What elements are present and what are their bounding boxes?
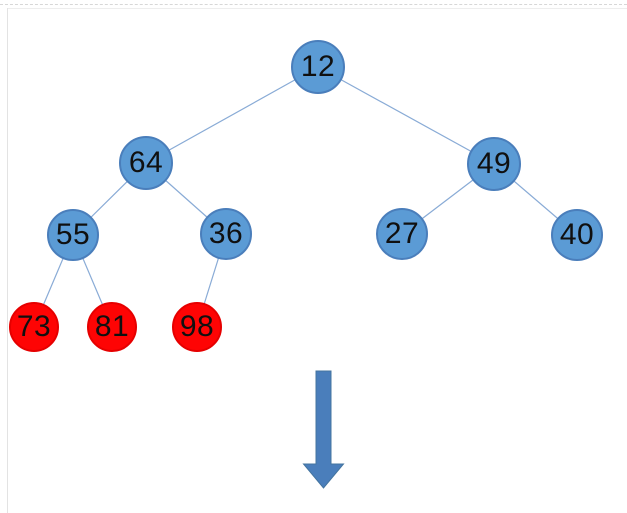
tree-node-label: 64 — [128, 146, 164, 179]
tree-node-label: 98 — [179, 310, 215, 343]
tree-node-label: 40 — [559, 218, 595, 251]
tree-edge-12-64 — [145, 66, 319, 164]
tree-node-label: 49 — [476, 147, 512, 180]
tree-node-label: 36 — [208, 217, 244, 250]
tree-node-40: 40 — [551, 209, 603, 261]
down-arrow-icon — [302, 370, 345, 489]
tree-node-98: 98 — [172, 302, 222, 352]
tree-node-64: 64 — [119, 136, 173, 190]
tree-node-label: 81 — [94, 310, 130, 343]
tree-node-55: 55 — [47, 209, 99, 261]
tree-node-36: 36 — [200, 208, 252, 260]
tree-node-label: 12 — [300, 50, 336, 83]
tree-node-81: 81 — [87, 302, 137, 352]
tree-node-27: 27 — [376, 208, 428, 260]
tree-edge-12-49 — [317, 66, 495, 165]
tree-edges — [33, 66, 578, 328]
tree-node-label: 73 — [16, 310, 52, 343]
tree-node-73: 73 — [9, 302, 59, 352]
tree-node-label: 55 — [55, 218, 91, 251]
tree-node-49: 49 — [467, 137, 521, 191]
tree-node-12: 12 — [291, 40, 345, 94]
tree-node-label: 27 — [384, 217, 420, 250]
